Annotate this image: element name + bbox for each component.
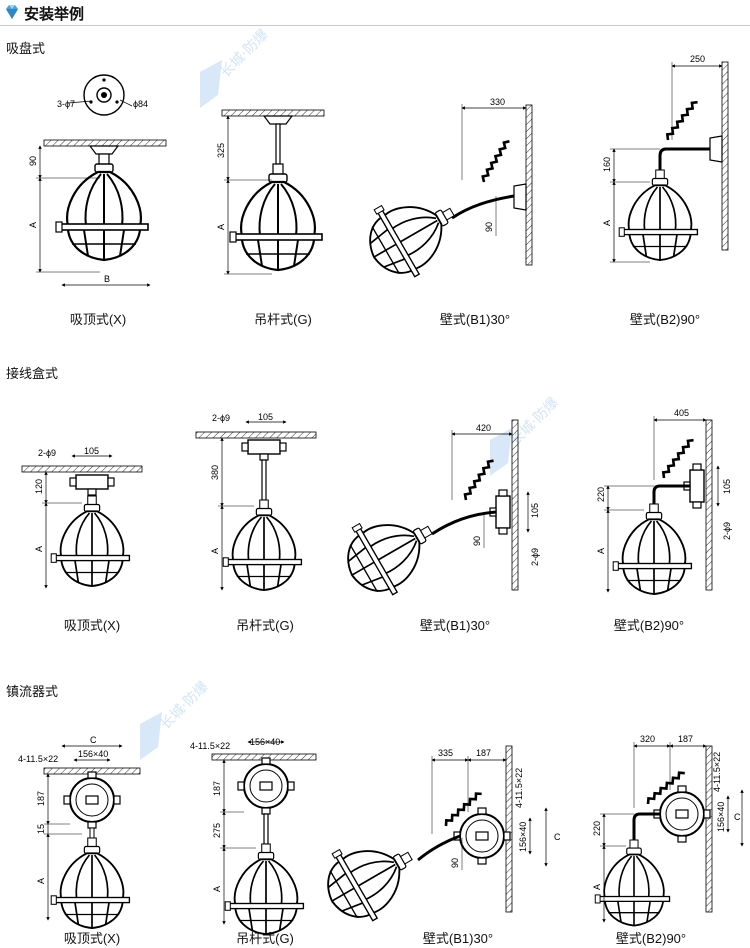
dim-label: 4-11.5×22 (712, 752, 722, 792)
drawing-ballast-pendant: 156×40 4-11.5×22 187 275 A (190, 737, 317, 934)
dim-label: 380 (210, 465, 220, 480)
watermark-text: 长城·防爆 (218, 27, 272, 81)
dim-label: C (734, 812, 741, 822)
dim-label: 90 (450, 858, 460, 868)
caption-pendant-g: 吊杆式(G) (254, 312, 312, 327)
dim-label: 105 (530, 503, 540, 518)
dim-label: 420 (476, 423, 491, 433)
dim-label: 2-ϕ9 (212, 413, 230, 423)
caption-ceiling-x: 吸顶式(X) (63, 618, 121, 633)
drawing-jbox-wall-30: 420 105 90 2-ϕ9 (332, 419, 540, 607)
dim-label: 2-ϕ9 (722, 522, 732, 540)
dim-label: 320 (640, 734, 655, 744)
caption-pendant-g: 吊杆式(G) (236, 931, 294, 946)
dim-label: 405 (674, 408, 689, 418)
dim-label: A (596, 548, 606, 554)
drawing-suction-wall-90: 250 160 A (602, 54, 729, 263)
drawing-ballast-ceiling: C 156×40 4-11.5×22 187 15 A (18, 735, 141, 928)
dim-label: 156×40 (716, 802, 726, 832)
drawing-ballast-wall-30: 335 187 4-11.5×22 156×40 C 90 (312, 745, 561, 933)
dim-label: A (28, 222, 38, 228)
drawing-suction-wall-30: 330 90 (354, 97, 533, 289)
dim-label: A (602, 220, 612, 226)
dim-label: 325 (216, 143, 226, 158)
dim-label: A (212, 886, 222, 892)
drawing-suction-ceiling: 3-ϕ7 ϕ84 90 A B (28, 74, 167, 287)
dim-label: 15 (36, 824, 46, 834)
watermark-logo: 长城·防爆 长城·防爆 长城·防爆 (140, 27, 562, 760)
watermark-text: 长城·防爆 (158, 679, 212, 733)
dim-label: 187 (678, 734, 693, 744)
dim-label: A (216, 224, 226, 230)
dim-label: 220 (596, 487, 606, 502)
page-title: 安装举例 (24, 6, 85, 23)
dim-label: 330 (490, 97, 505, 107)
caption-wall-b1: 壁式(B1)30° (422, 931, 494, 946)
drawing-jbox-wall-90: 405 220 A 105 2-ϕ9 (596, 408, 732, 594)
dim-label: 105 (258, 412, 273, 422)
drawing-suction-pendant: 325 A (216, 109, 325, 275)
dim-label: A (36, 878, 46, 884)
drawing-ballast-wall-90: 320 187 4-11.5×22 156×40 C 220 A (592, 734, 744, 926)
dim-label: 156×40 (250, 737, 280, 747)
dim-label: 4-11.5×22 (514, 768, 524, 808)
caption-wall-b1: 壁式(B1)30° (439, 312, 511, 327)
dim-label: C (90, 735, 97, 745)
header-divider (0, 25, 750, 26)
dim-label: 220 (592, 821, 602, 836)
dim-label: 4-11.5×22 (190, 741, 230, 751)
dim-label: 187 (212, 781, 222, 796)
dim-label: 187 (476, 748, 491, 758)
drawing-jbox-pendant: 2-ϕ9 105 380 A (195, 412, 317, 591)
dim-label: 90 (484, 222, 494, 232)
dim-label: 250 (690, 54, 705, 64)
dim-label: 90 (472, 536, 482, 546)
dim-label: 160 (602, 157, 612, 172)
dim-label: 4-11.5×22 (18, 754, 58, 764)
caption-wall-b1: 壁式(B1)30° (419, 618, 491, 633)
caption-ceiling-x: 吸顶式(X) (69, 312, 127, 327)
diamond-bullet-icon (6, 5, 18, 19)
dim-label: C (554, 832, 561, 842)
dim-label: ϕ84 (133, 99, 148, 109)
drawing-jbox-ceiling: 2-ϕ9 105 120 A (21, 446, 143, 589)
dim-label: 105 (722, 479, 732, 494)
dim-label: 3-ϕ7 (57, 99, 75, 109)
dim-label: 90 (28, 156, 38, 166)
section-label-ballast: 镇流器式 (6, 684, 59, 699)
dim-label: 187 (36, 791, 46, 806)
dim-label: A (592, 884, 602, 890)
caption-pendant-g: 吊杆式(G) (236, 618, 294, 633)
caption-wall-b2: 壁式(B2)90° (615, 931, 687, 946)
caption-wall-b2: 壁式(B2)90° (629, 312, 701, 327)
dim-label: 105 (84, 446, 99, 456)
dim-label: 275 (212, 823, 222, 838)
dim-label: B (104, 274, 110, 284)
caption-ceiling-x: 吸顶式(X) (63, 931, 121, 946)
dim-label: A (34, 546, 44, 552)
section-label-suction-cup: 吸盘式 (6, 41, 46, 56)
dim-label: 335 (438, 748, 453, 758)
dim-label: 156×40 (78, 749, 108, 759)
dim-label: 120 (34, 479, 44, 494)
section-label-junction-box: 接线盒式 (6, 366, 59, 381)
section-header: 安装举例 (0, 0, 750, 26)
caption-wall-b2: 壁式(B2)90° (613, 618, 685, 633)
dim-label: A (210, 548, 220, 554)
dim-label: 156×40 (518, 822, 528, 852)
dim-label: 2-ϕ9 (38, 448, 56, 458)
dim-label: 2-ϕ9 (530, 548, 540, 566)
